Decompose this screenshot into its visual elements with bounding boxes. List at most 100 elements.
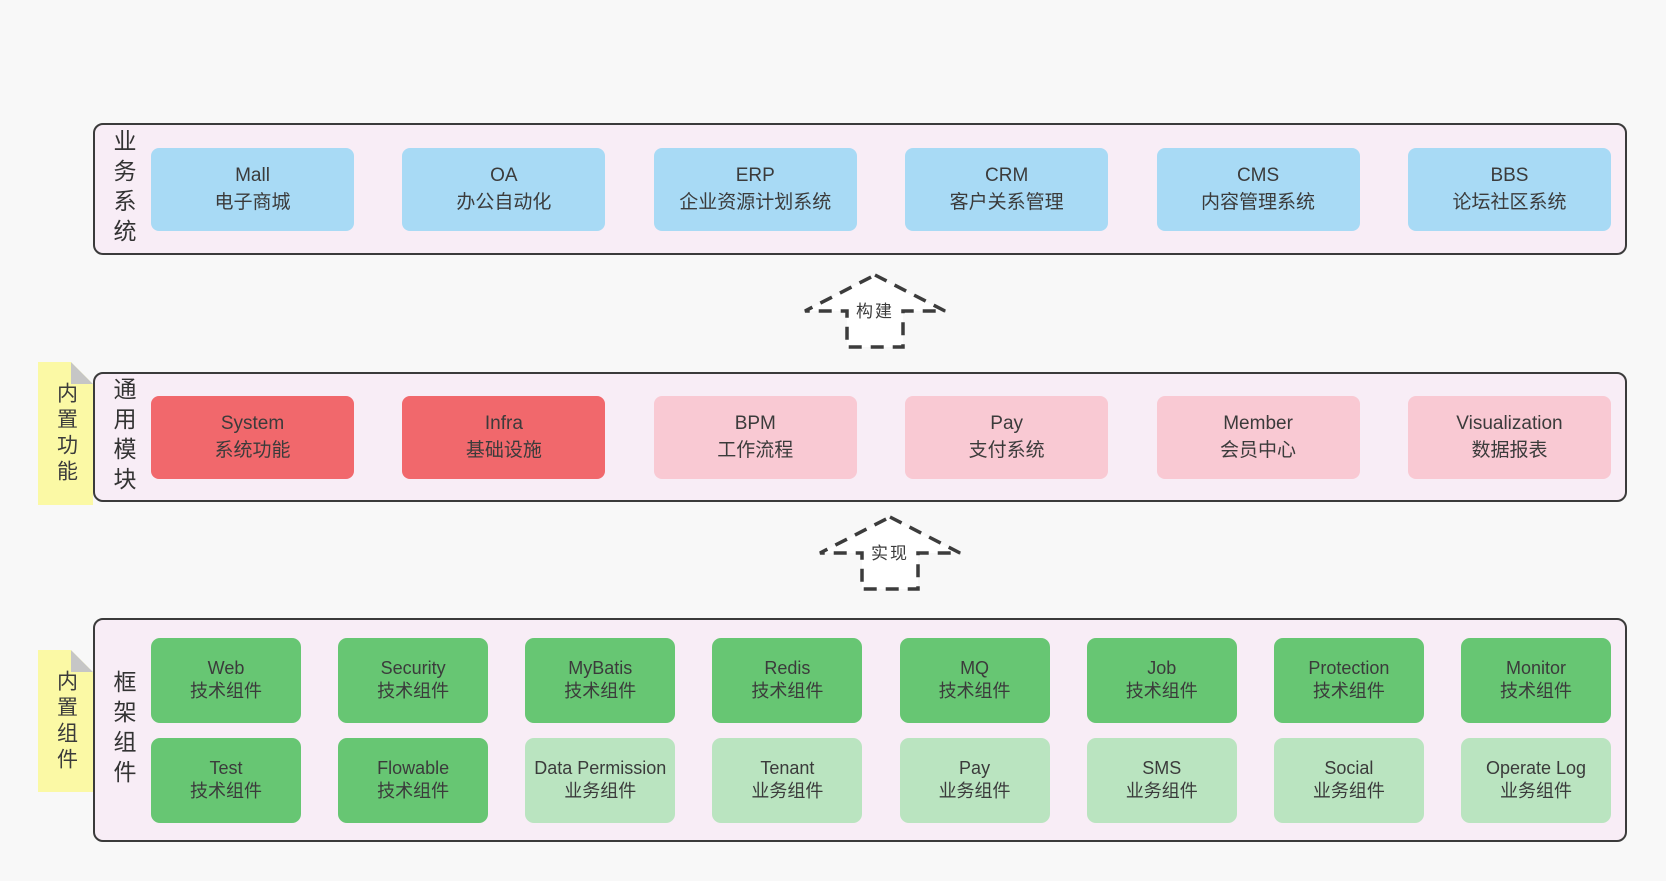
- layer-framework-components: 框架组件 Web 技术组件 Security 技术组件 MyBatis 技术组件…: [93, 618, 1627, 842]
- box-visualization: Visualization 数据报表: [1407, 395, 1611, 479]
- box-redis: Redis 技术组件: [712, 637, 863, 723]
- box-subtitle: 技术组件: [1499, 681, 1572, 701]
- box-bpm: BPM 工作流程: [653, 395, 857, 479]
- box-title: Visualization: [1456, 413, 1563, 434]
- sticky-note-builtin-components: 内置组件: [38, 650, 93, 792]
- box-web: Web 技术组件: [151, 637, 301, 723]
- box-tenant: Tenant 业务组件: [712, 737, 863, 823]
- box-pay: Pay 支付系统: [905, 395, 1109, 479]
- box-subtitle: 企业资源计划系统: [679, 192, 832, 213]
- note-text: 内置功能: [54, 382, 78, 486]
- box-title: Pay: [990, 413, 1024, 434]
- box-subtitle: 基础设施: [465, 440, 542, 461]
- box-subtitle: 系统功能: [214, 440, 291, 461]
- box-data-permission: Data Permission 业务组件: [525, 737, 676, 823]
- box-social: Social 业务组件: [1273, 737, 1424, 823]
- box-monitor: Monitor 技术组件: [1460, 637, 1611, 723]
- box-mq: MQ 技术组件: [899, 637, 1050, 723]
- box-title: Member: [1223, 413, 1293, 434]
- box-subtitle: 技术组件: [751, 681, 824, 701]
- implement-arrow-label: 实现: [868, 539, 912, 564]
- box-subtitle: 客户关系管理: [949, 192, 1064, 213]
- box-title: Test: [209, 758, 243, 778]
- box-title: Web: [207, 658, 245, 678]
- box-subtitle: 技术组件: [190, 781, 262, 801]
- box-system: System 系统功能: [151, 395, 354, 479]
- box-title: Protection: [1308, 658, 1390, 678]
- box-sms: SMS 业务组件: [1086, 737, 1237, 823]
- box-subtitle: 论坛社区系统: [1452, 192, 1567, 213]
- box-subtitle: 支付系统: [968, 440, 1045, 461]
- box-security: Security 技术组件: [338, 637, 489, 723]
- box-title: BBS: [1490, 165, 1529, 186]
- layer-label-column: 框架组件: [95, 620, 151, 840]
- framework-row-2: Test 技术组件 Flowable 技术组件 Data Permission …: [151, 737, 1611, 823]
- box-protection: Protection 技术组件: [1273, 637, 1424, 723]
- box-title: SMS: [1142, 758, 1182, 778]
- box-subtitle: 业务组件: [1312, 781, 1385, 801]
- box-subtitle: 业务组件: [938, 781, 1011, 801]
- box-title: Data Permission: [534, 758, 667, 778]
- box-subtitle: 数据报表: [1471, 440, 1548, 461]
- box-title: Redis: [764, 658, 811, 678]
- layer-label-common: 通用模块: [110, 377, 136, 497]
- box-pay-biz: Pay 业务组件: [899, 737, 1050, 823]
- box-member: Member 会员中心: [1156, 395, 1360, 479]
- box-bbs: BBS 论坛社区系统: [1407, 147, 1611, 231]
- box-title: CMS: [1236, 165, 1280, 186]
- box-title: Infra: [484, 413, 523, 434]
- framework-boxes: Web 技术组件 Security 技术组件 MyBatis 技术组件 Redi…: [151, 637, 1625, 823]
- box-title: Social: [1324, 758, 1374, 778]
- box-oa: OA 办公自动化: [402, 147, 606, 231]
- box-flowable: Flowable 技术组件: [338, 737, 489, 823]
- box-mall: Mall 电子商城: [151, 147, 354, 231]
- box-subtitle: 电子商城: [214, 192, 291, 213]
- folded-corner-icon: [71, 650, 93, 672]
- box-job: Job 技术组件: [1086, 637, 1237, 723]
- folded-corner-icon: [71, 362, 93, 384]
- sticky-note-builtin-features: 内置功能: [38, 362, 93, 505]
- box-crm: CRM 客户关系管理: [905, 147, 1109, 231]
- layer-label-column: 通用模块: [95, 374, 151, 500]
- box-subtitle: 技术组件: [564, 681, 637, 701]
- box-title: BPM: [734, 413, 776, 434]
- box-infra: Infra 基础设施: [402, 395, 606, 479]
- box-subtitle: 技术组件: [190, 681, 262, 701]
- box-subtitle: 业务组件: [751, 781, 824, 801]
- build-arrow-label: 构建: [853, 297, 897, 322]
- box-subtitle: 会员中心: [1220, 440, 1297, 461]
- box-title: CRM: [985, 165, 1029, 186]
- layer-common-modules: 通用模块 System 系统功能 Infra 基础设施 BPM 工作流程 Pay: [93, 372, 1627, 502]
- box-cms: CMS 内容管理系统: [1156, 147, 1360, 231]
- layer-business-systems: 业务系统 Mall 电子商城 OA 办公自动化 ERP 企业资源计划系统 CRM: [93, 123, 1627, 255]
- layer-label-business: 业务系统: [110, 129, 136, 249]
- box-title: ERP: [735, 165, 775, 186]
- box-subtitle: 技术组件: [377, 681, 450, 701]
- implement-arrow: 实现: [817, 514, 963, 592]
- layer-label-framework: 框架组件: [110, 670, 136, 790]
- box-subtitle: 业务组件: [564, 781, 637, 801]
- box-subtitle: 技术组件: [1125, 681, 1198, 701]
- layer-label-column: 业务系统: [95, 125, 151, 253]
- box-title: Job: [1147, 658, 1177, 678]
- box-mybatis: MyBatis 技术组件: [525, 637, 676, 723]
- box-title: Mall: [235, 165, 270, 186]
- box-subtitle: 办公自动化: [456, 192, 552, 213]
- box-subtitle: 技术组件: [377, 781, 450, 801]
- box-erp: ERP 企业资源计划系统: [653, 147, 857, 231]
- box-title: Security: [380, 658, 446, 678]
- box-subtitle: 业务组件: [1499, 781, 1572, 801]
- box-title: System: [220, 413, 285, 434]
- box-subtitle: 技术组件: [938, 681, 1011, 701]
- framework-row-1: Web 技术组件 Security 技术组件 MyBatis 技术组件 Redi…: [151, 637, 1611, 723]
- box-title: MyBatis: [568, 658, 633, 678]
- box-title: Flowable: [377, 758, 450, 778]
- box-title: Monitor: [1505, 658, 1566, 678]
- business-boxes: Mall 电子商城 OA 办公自动化 ERP 企业资源计划系统 CRM 客户关系…: [151, 147, 1625, 231]
- box-test: Test 技术组件: [151, 737, 301, 823]
- box-title: Operate Log: [1485, 758, 1587, 778]
- box-title: MQ: [960, 658, 990, 678]
- common-boxes: System 系统功能 Infra 基础设施 BPM 工作流程 Pay 支付系统…: [151, 395, 1625, 479]
- note-text: 内置组件: [54, 670, 78, 774]
